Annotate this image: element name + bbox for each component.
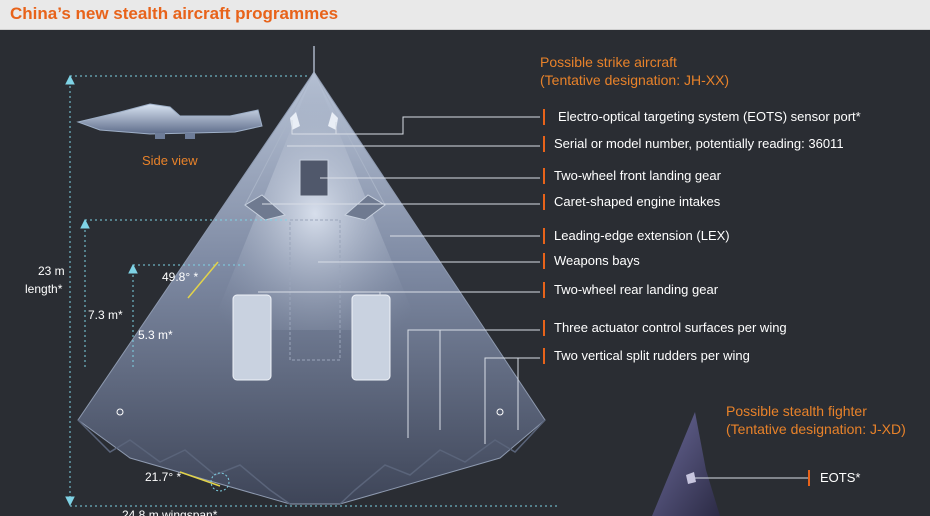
side-view-aircraft: [76, 103, 263, 139]
leader-lines: [258, 116, 808, 479]
callout-front-landing-gear: Two-wheel front landing gear: [554, 168, 721, 183]
fighter-heading: Possible stealth fighter: [726, 403, 867, 419]
callout-engine-intakes: Caret-shaped engine intakes: [554, 194, 721, 209]
wingspan-label: 24.8 m wingspan*: [122, 508, 218, 516]
strike-heading: Possible strike aircraft: [540, 54, 677, 70]
callout-tick: [543, 282, 545, 298]
page-title: China’s new stealth aircraft programmes: [10, 4, 339, 23]
callout-lex: Leading-edge extension (LEX): [554, 228, 730, 243]
callout-tick: [543, 320, 545, 336]
fighter-designation: (Tentative designation: J-XD): [726, 421, 906, 437]
callout-tick: [543, 168, 545, 184]
length-value: 23 m: [38, 264, 65, 278]
length-label: length*: [25, 282, 63, 296]
callout-tick: [543, 136, 545, 152]
callout-eots: Electro-optical targeting system (EOTS) …: [558, 109, 861, 124]
callout-split-rudders: Two vertical split rudders per wing: [554, 348, 750, 363]
callout-serial-number: Serial or model number, potentially read…: [554, 136, 844, 151]
callout-tick: [543, 194, 545, 210]
angle-lex: 49.8° *: [162, 270, 199, 284]
callout-tick: [543, 109, 545, 125]
callout-control-surfaces: Three actuator control surfaces per wing: [554, 320, 787, 335]
side-view-label: Side view: [142, 153, 198, 168]
strike-aircraft-topview: [77, 46, 546, 505]
stealth-fighter-silhouette: [652, 412, 720, 516]
dimension-5-3: 5.3 m*: [138, 328, 173, 342]
callout-tick: [543, 228, 545, 244]
dimension-lines: [65, 74, 560, 507]
angle-wing: 21.7° *: [145, 470, 182, 484]
callout-tick: [543, 253, 545, 269]
callout-tick: [808, 470, 810, 486]
title-bar: China’s new stealth aircraft programmes: [0, 0, 930, 30]
fighter-callout-eots: EOTS*: [820, 470, 861, 485]
strike-designation: (Tentative designation: JH-XX): [540, 72, 730, 88]
callout-rear-landing-gear: Two-wheel rear landing gear: [554, 282, 719, 297]
dimension-7-3: 7.3 m*: [88, 308, 123, 322]
callout-weapons-bays: Weapons bays: [554, 253, 640, 268]
callout-tick: [543, 348, 545, 364]
